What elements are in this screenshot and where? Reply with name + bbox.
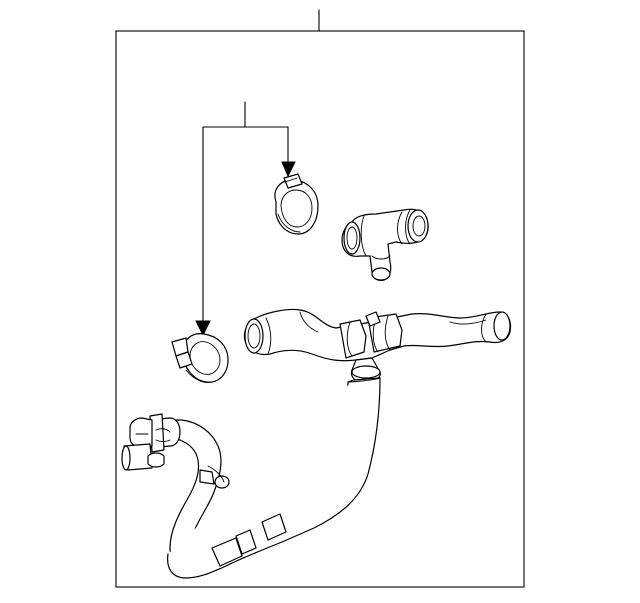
upper-hose (243, 308, 512, 383)
assembly-frame (115, 30, 525, 588)
clamp-callout (195, 101, 296, 337)
upper-hose-clamp (274, 173, 319, 235)
lower-hose-clamp (171, 333, 229, 383)
hose-connector (341, 208, 429, 282)
arrow-to-lower-clamp (195, 320, 211, 337)
quick-connector (121, 413, 181, 471)
lower-hose (167, 377, 381, 579)
arrow-to-upper-clamp (281, 161, 296, 178)
